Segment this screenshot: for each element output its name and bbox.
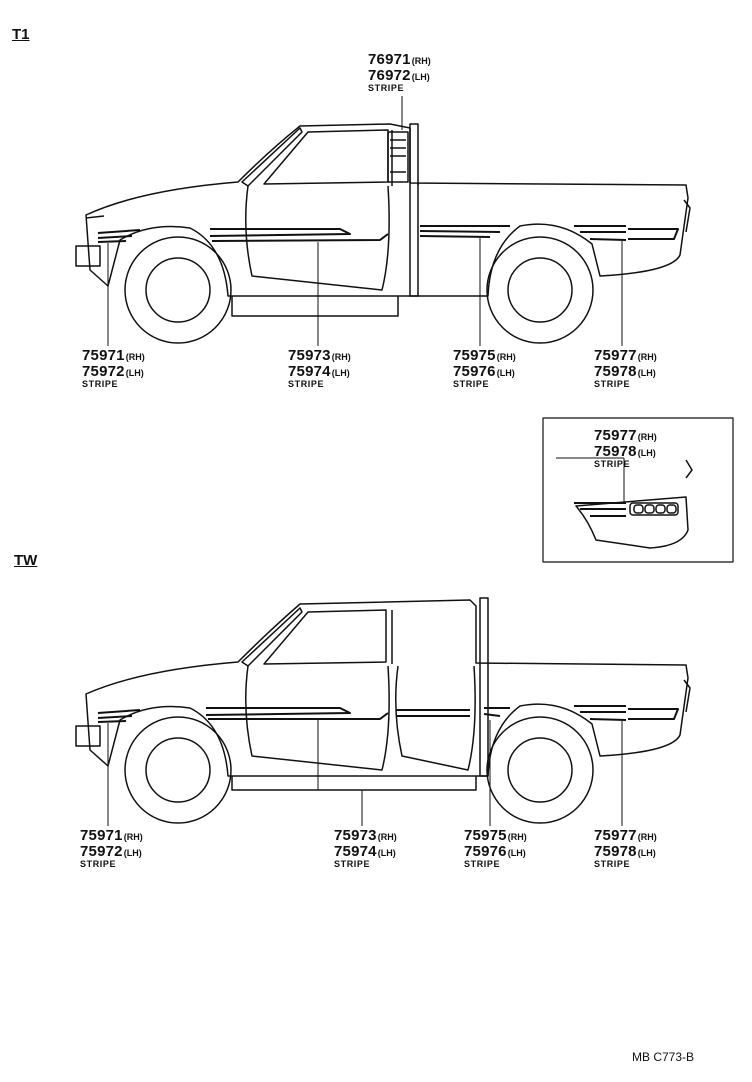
- callout-detail: 75977(RH) 75978(LH) STRIPE: [594, 427, 657, 469]
- callout-tw-door: 75973(RH) 75974(LH) STRIPE: [334, 827, 397, 869]
- stripes-tw: [97, 705, 679, 723]
- callout-t1-front: 75971(RH) 75972(LH) STRIPE: [82, 347, 145, 389]
- stripes-t1: [97, 225, 679, 243]
- section-title-t1: T1: [12, 26, 30, 43]
- callout-t1-bed: 75975(RH) 75976(LH) STRIPE: [453, 347, 516, 389]
- callout-t1-roof: 76971(RH) 76972(LH) STRIPE: [368, 51, 431, 93]
- callout-tw-front: 75971(RH) 75972(LH) STRIPE: [80, 827, 143, 869]
- leader-lines: [107, 96, 625, 826]
- truck-t1: [75, 123, 691, 344]
- truck-tw: [75, 597, 691, 824]
- callout-tw-rear: 75977(RH) 75978(LH) STRIPE: [594, 827, 657, 869]
- detail-inset: [542, 417, 734, 563]
- callout-t1-door: 75973(RH) 75974(LH) STRIPE: [288, 347, 351, 389]
- section-title-tw: TW: [14, 552, 38, 569]
- callout-tw-bed: 75975(RH) 75976(LH) STRIPE: [464, 827, 527, 869]
- drawing-code: MB C773-B: [632, 1050, 695, 1064]
- callout-t1-rear: 75977(RH) 75978(LH) STRIPE: [594, 347, 657, 389]
